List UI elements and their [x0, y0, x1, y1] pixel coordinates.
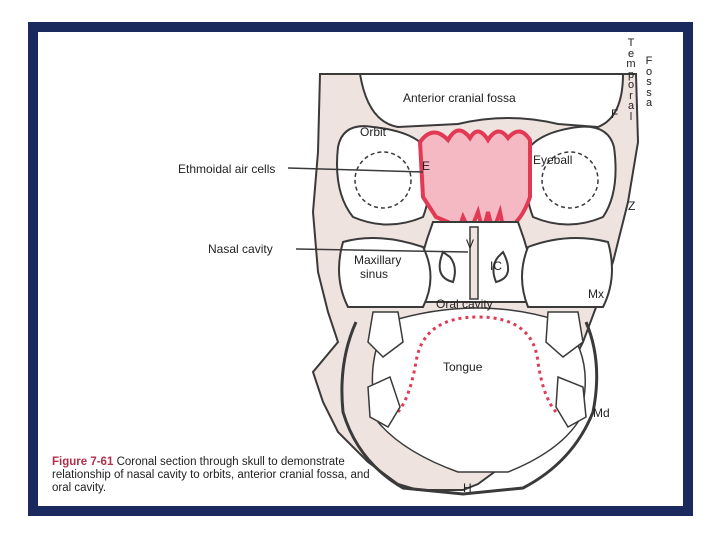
left-eyeball-outline: [354, 151, 412, 209]
label-oral-cavity: Oral cavity: [436, 297, 493, 311]
caption-text: Coronal section through skull to demonst…: [52, 456, 370, 494]
right-concha: [492, 250, 510, 284]
label-maxillary-line2: sinus: [360, 267, 388, 281]
left-upper-tooth: [367, 311, 404, 358]
right-upper-tooth: [545, 311, 584, 358]
vertical-letter: e: [627, 47, 635, 60]
label-anterior-cranial-fossa: Anterior cranial fossa: [403, 91, 516, 105]
label-ethmoidal-air-cells: Ethmoidal air cells: [178, 162, 275, 176]
vertical-letter: a: [627, 100, 635, 112]
vertical-letter: F: [645, 55, 653, 67]
mandible-outline: [340, 321, 599, 496]
figure-label: Figure 7-61: [52, 456, 114, 468]
label-eyeball: Eyeball: [533, 153, 572, 167]
skull-coronal-section-diagram: Anterior cranial fossa Orbit Eyeball Eth…: [178, 73, 640, 496]
vertical-letter: T: [627, 37, 635, 49]
vertical-letter: l: [629, 110, 633, 123]
right-maxillary-sinus: [521, 237, 613, 308]
slide-frame: Anterior cranial fossa Orbit Eyeball Eth…: [28, 22, 693, 516]
label-IC: IC: [490, 259, 502, 273]
anterior-cranial-fossa-shape: [358, 73, 625, 129]
vertical-letter: r: [629, 89, 633, 102]
figure-caption: Figure 7-61 Coronal section through skul…: [52, 456, 382, 495]
left-maxillary-sinus: [338, 237, 432, 308]
label-Md: Md: [593, 406, 610, 420]
right-eyeball-outline: [541, 151, 599, 209]
label-H: H: [463, 481, 472, 495]
vertical-letter: o: [645, 65, 653, 78]
left-concha: [438, 250, 456, 284]
left-lower-tooth: [367, 375, 401, 429]
vertical-letter: s: [646, 76, 652, 88]
label-tongue: Tongue: [443, 360, 483, 374]
leader-nasal-cavity: [295, 248, 469, 253]
label-E: E: [422, 159, 430, 173]
right-lower-tooth: [555, 375, 587, 429]
vertical-letter: m: [626, 58, 636, 70]
leader-ethmoidal: [287, 167, 424, 173]
label-Z: Z: [628, 199, 635, 213]
nasal-septum: [469, 226, 479, 300]
right-orbit: [524, 125, 617, 226]
vertical-letter: a: [645, 97, 653, 109]
vertical-letter: o: [627, 79, 635, 91]
label-V: V: [466, 237, 474, 251]
label-Mx: Mx: [588, 287, 604, 301]
slide-canvas: Anterior cranial fossa Orbit Eyeball Eth…: [38, 32, 683, 506]
label-orbit: Orbit: [360, 125, 387, 139]
label-F: F: [611, 107, 618, 121]
left-orbit: [336, 125, 431, 226]
label-nasal-cavity: Nasal cavity: [208, 242, 273, 256]
label-maxillary-line1: Maxillary: [354, 253, 401, 267]
vertical-letter: p: [627, 68, 635, 81]
vertical-letter: s: [646, 86, 652, 99]
